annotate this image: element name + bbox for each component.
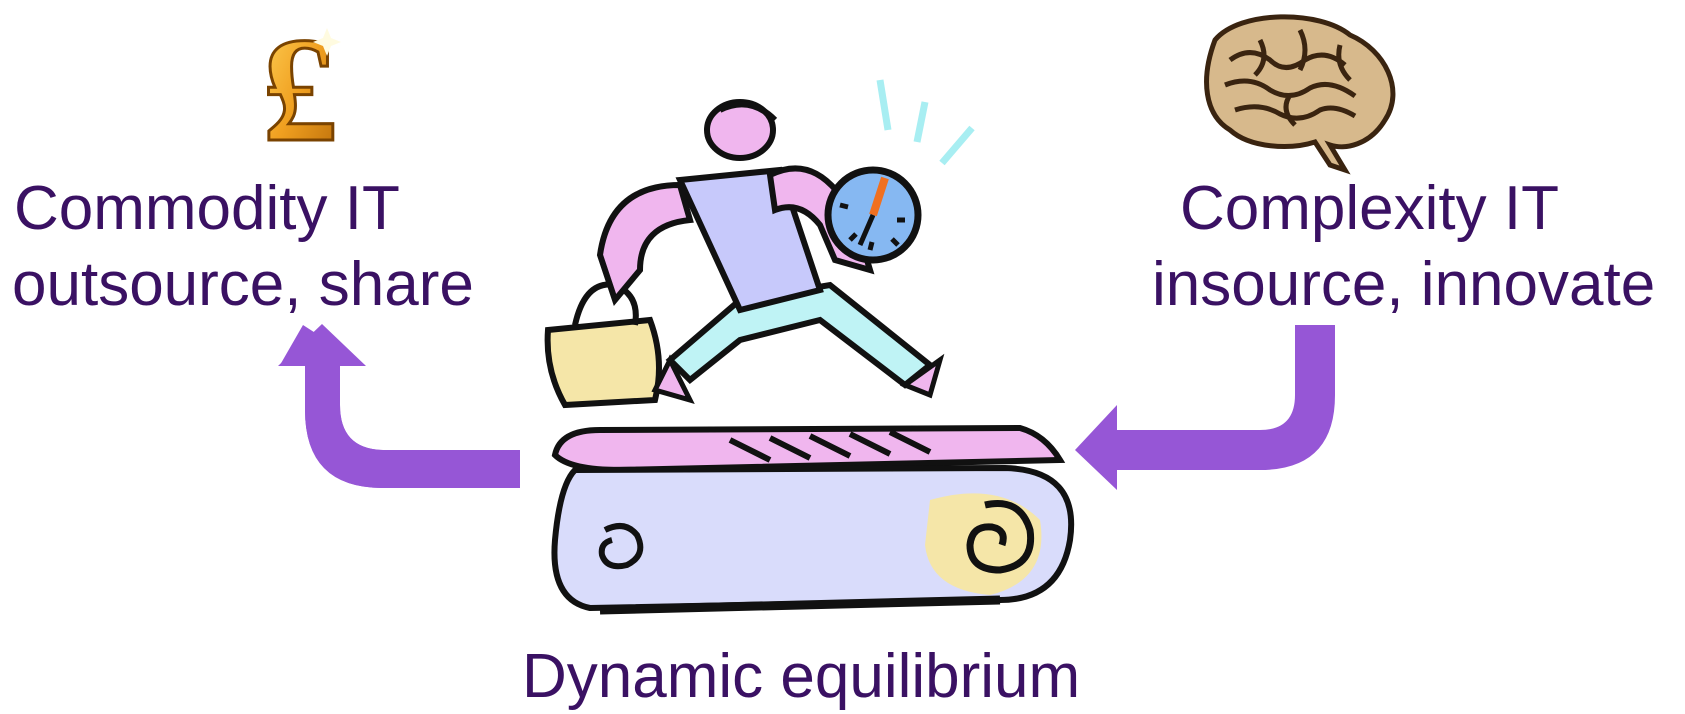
complexity-it-title: Complexity IT <box>1180 174 1559 243</box>
dynamic-equilibrium-label: Dynamic equilibrium <box>522 642 1081 711</box>
arrow-from-complexity <box>1075 325 1335 490</box>
pound-sterling-icon: £ <box>261 6 341 175</box>
commodity-it-subtitle: outsource, share <box>12 250 474 319</box>
brain-icon <box>1204 14 1396 175</box>
complexity-it-subtitle: insource, innovate <box>1152 250 1656 319</box>
arrow-to-commodity <box>278 324 520 488</box>
commodity-it-title: Commodity IT <box>14 174 400 243</box>
treadmill-runner-icon <box>544 79 1075 615</box>
